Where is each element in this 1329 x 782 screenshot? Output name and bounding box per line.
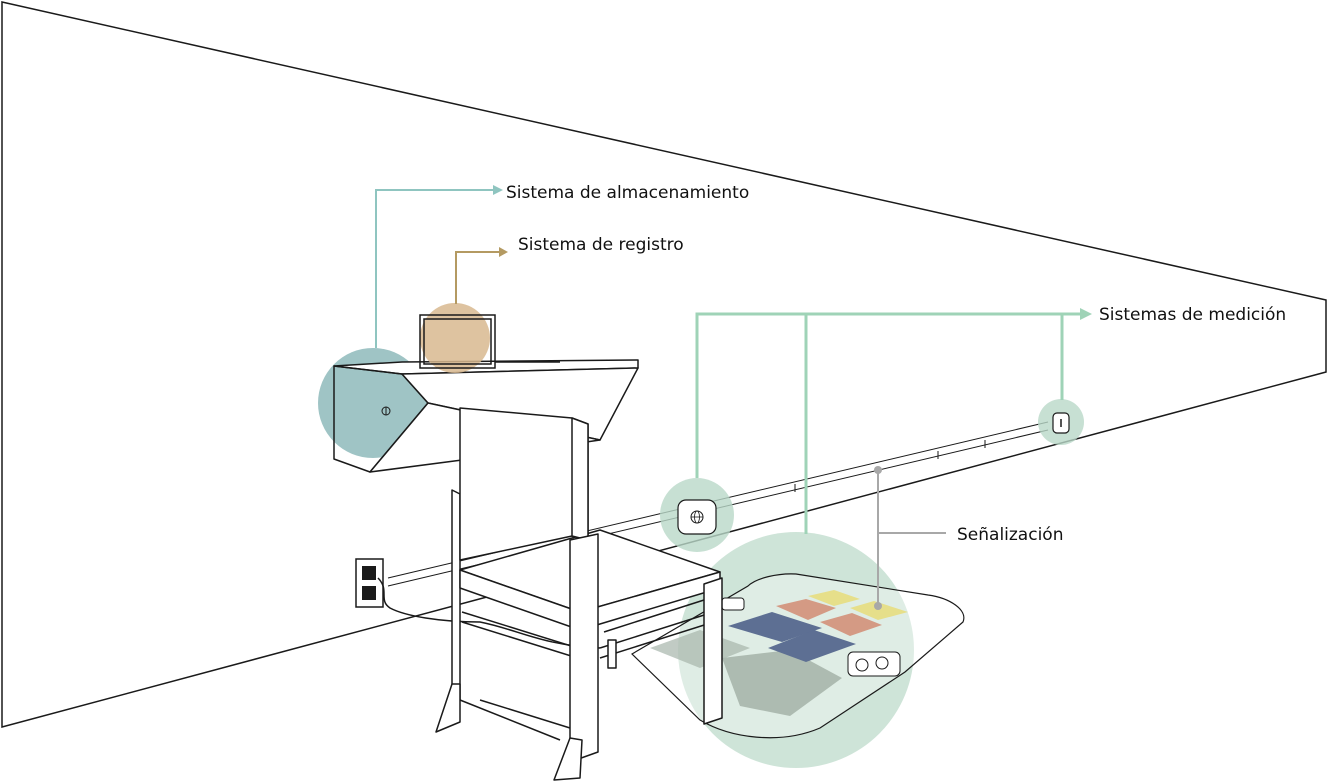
registry-label: Sistema de registro <box>518 235 684 255</box>
storage-callout-arrow <box>493 185 503 195</box>
registry-callout-line <box>455 251 500 304</box>
signage-callout-lines <box>877 470 946 606</box>
monitor-icon <box>419 314 560 369</box>
outlet-icon <box>355 558 601 649</box>
measurement-label: Sistemas de medición <box>1099 305 1286 325</box>
wall <box>1 1 1327 728</box>
measurement-callout-arrow <box>1080 308 1092 320</box>
chair-icon <box>435 407 723 781</box>
registry-highlight <box>420 303 490 373</box>
measurement-callout-lines <box>695 312 1080 534</box>
sensor-icon <box>1052 412 1070 434</box>
signage-dot-bottom <box>874 602 882 610</box>
storage-label: Sistema de almacenamiento <box>506 183 749 203</box>
signage-label: Señalización <box>957 525 1063 545</box>
storage-callout-line <box>375 189 493 348</box>
signage-dot-top <box>874 466 882 474</box>
storage-highlight <box>318 348 428 458</box>
registry-callout-arrow <box>499 247 508 257</box>
globe-icon <box>677 499 717 535</box>
